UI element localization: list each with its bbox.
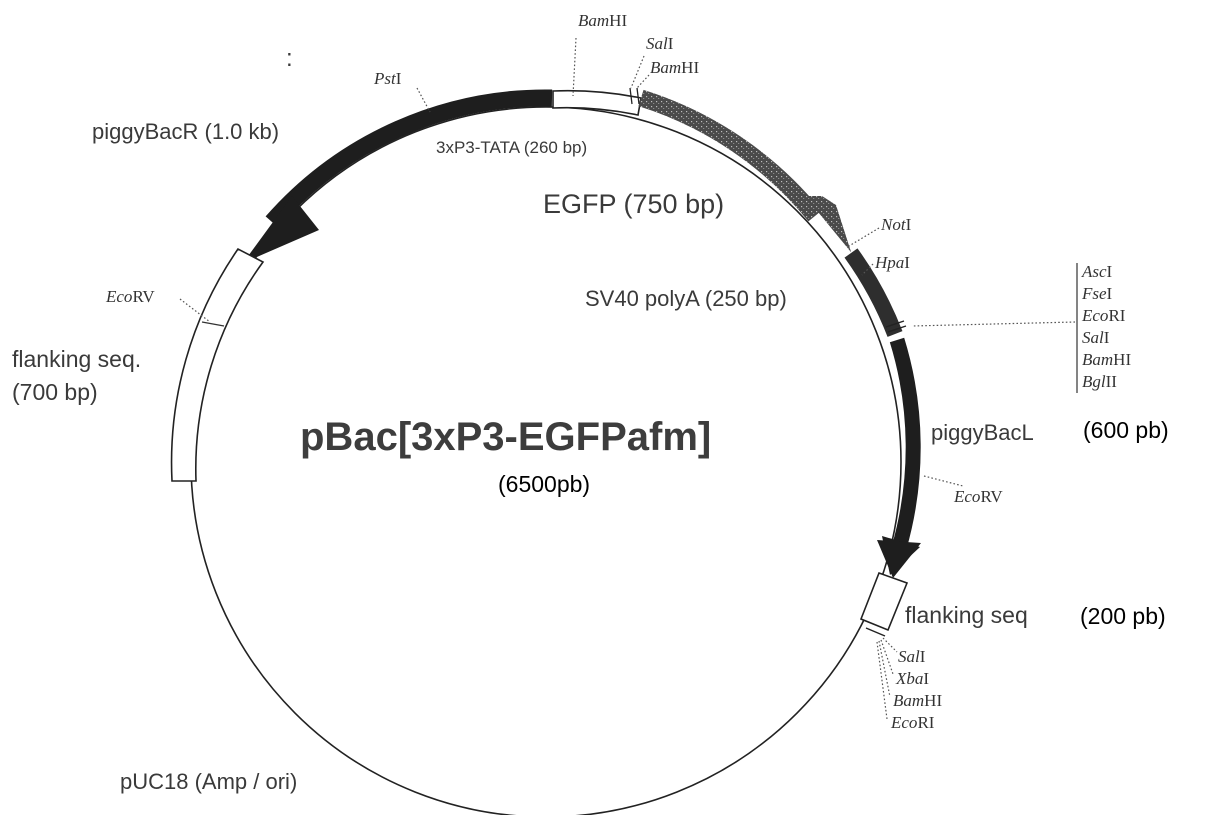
tick-mcs-right-2 xyxy=(887,325,907,333)
site-ecorv-right: EcoRV xyxy=(953,487,1003,506)
flanking-left-box xyxy=(170,247,265,482)
site-bamhi-top: BamHI xyxy=(578,11,627,30)
site-sali-top: SalI xyxy=(646,34,674,53)
sv40-segment xyxy=(844,248,903,337)
mcs-bottom-site: XbaI xyxy=(895,669,929,688)
leader-hpai xyxy=(861,263,874,276)
label-tata: 3xP3-TATA (260 bp) xyxy=(436,138,587,157)
label-piggybacr: piggyBacR (1.0 kb) xyxy=(92,119,279,144)
leader-noti xyxy=(848,227,880,247)
label-puc18: pUC18 (Amp / ori) xyxy=(120,769,297,794)
mcs-bottom-site: EcoRI xyxy=(890,713,935,732)
mcs-right-site: BamHI xyxy=(1082,350,1131,369)
mcs-right-site: AscI xyxy=(1081,262,1113,281)
piggybacr-segment xyxy=(265,89,553,228)
leader-bamhi-top xyxy=(572,37,577,97)
site-bamhi-top2: BamHI xyxy=(650,58,699,77)
mcs-bottom-site: BamHI xyxy=(893,691,942,710)
label-piggybacl-size: (600 pb) xyxy=(1083,417,1169,443)
mcs-right-site: BglII xyxy=(1082,372,1117,391)
piggybacl-segment xyxy=(889,337,921,551)
label-flanking-right-size: (200 pb) xyxy=(1080,603,1166,629)
label-flanking-left-2: (700 bp) xyxy=(12,379,98,405)
tick-mcs-bottom xyxy=(865,627,886,637)
piggybacr-arrowhead xyxy=(243,196,319,263)
tick-mcs-right xyxy=(885,320,905,328)
tick-bamhi-top2 xyxy=(636,87,640,105)
site-ecorv-left: EcoRV xyxy=(105,287,155,306)
leader-mcs-bottom-4 xyxy=(876,641,888,720)
leader-mcs-bottom-2 xyxy=(880,639,894,675)
label-sv40: SV40 polyA (250 bp) xyxy=(585,286,787,311)
plasmid-name: pBac[3xP3-EGFPafm] xyxy=(300,415,711,459)
label-flanking-left-1: flanking seq. xyxy=(12,346,141,372)
piggybacl-arrowhead-main xyxy=(877,540,921,578)
stray-colon: : xyxy=(286,45,293,72)
leader-ecorv-left xyxy=(179,298,211,323)
site-hpai: HpaI xyxy=(874,253,910,272)
leader-sali-top xyxy=(630,55,645,89)
mcs-right-site: FseI xyxy=(1081,284,1113,303)
leader-psti xyxy=(416,87,431,113)
flanking-right-box xyxy=(859,571,909,632)
tick-sali-top xyxy=(629,87,633,105)
leader-ecorv-right xyxy=(923,475,964,487)
egfp-segment xyxy=(638,89,822,222)
label-flanking-right: flanking seq xyxy=(905,602,1028,628)
tata-segment xyxy=(552,89,642,116)
site-psti: PstI xyxy=(373,69,402,88)
label-egfp: EGFP (750 bp) xyxy=(543,189,724,219)
label-piggybacl: piggyBacL xyxy=(931,420,1034,445)
mcs-right-site: EcoRI xyxy=(1081,306,1126,325)
leader-bamhi-top2 xyxy=(636,74,650,89)
tick-ecorv-left xyxy=(201,321,225,327)
site-noti: NotI xyxy=(880,215,912,234)
leader-mcs-bottom-1 xyxy=(882,637,898,653)
mcs-right-site: SalI xyxy=(1082,328,1110,347)
leader-mcs-right xyxy=(911,321,1076,327)
plasmid-size: (6500pb) xyxy=(498,471,590,497)
egfp-arrowhead-fill xyxy=(805,196,851,252)
mcs-bottom-site: SalI xyxy=(898,647,926,666)
